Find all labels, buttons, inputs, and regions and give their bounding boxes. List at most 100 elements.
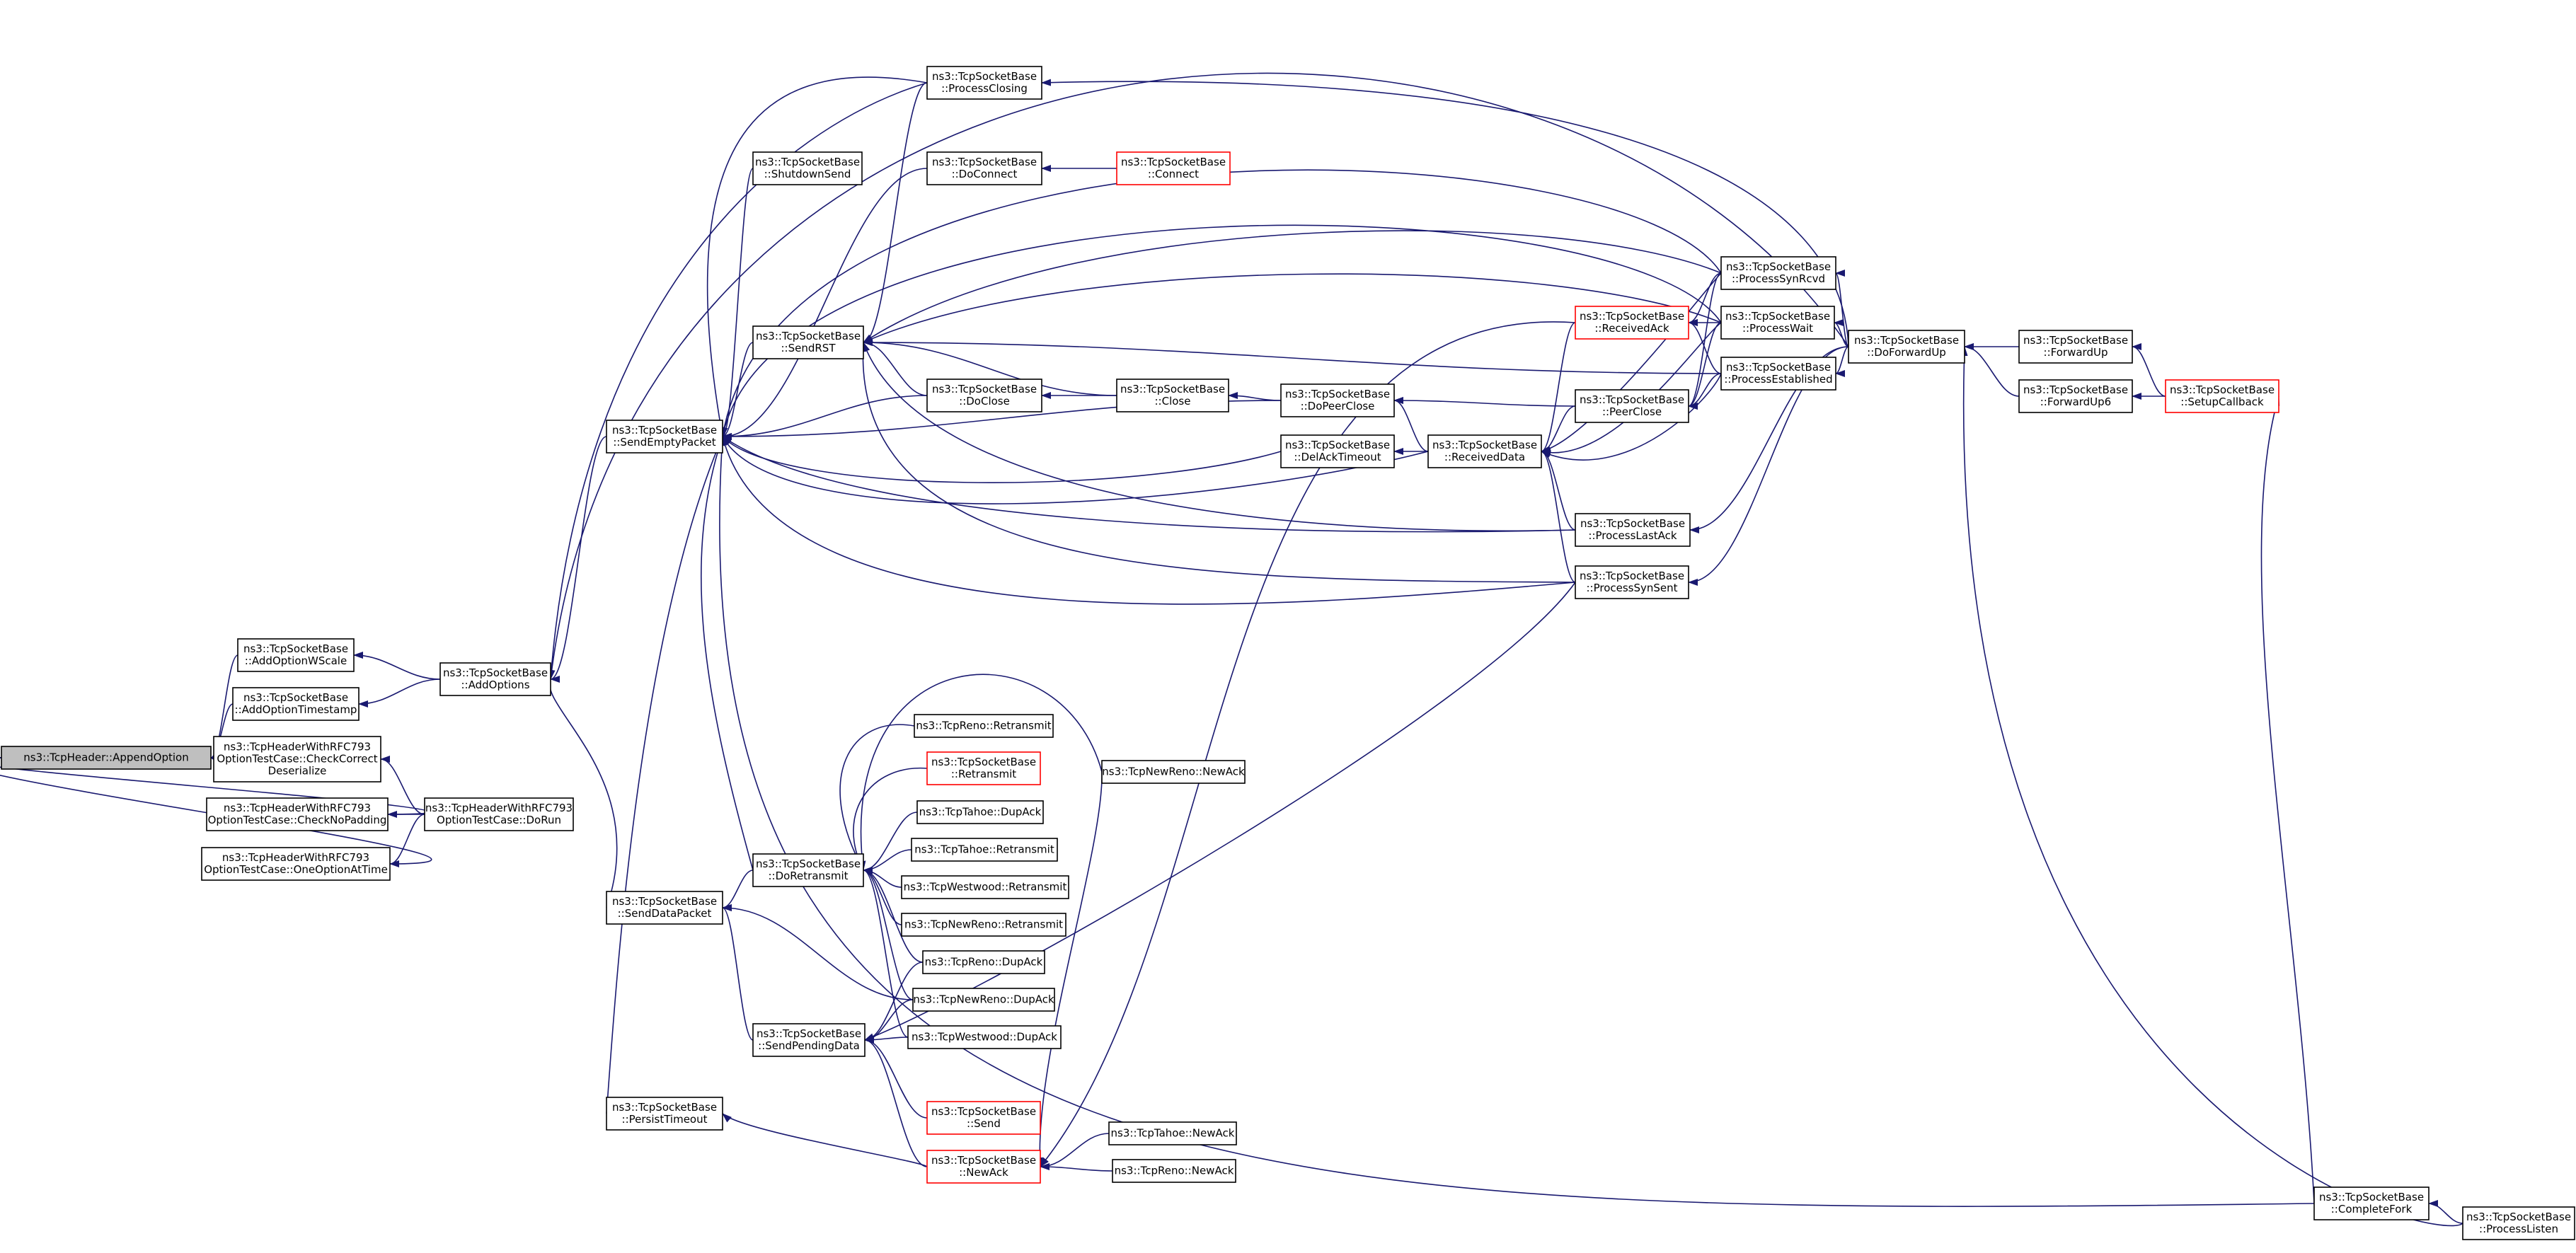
node-process-established[interactable]: ns3::TcpSocketBase::ProcessEstablished xyxy=(1720,357,1836,391)
node-tahoe-retransmit[interactable]: ns3::TcpTahoe::Retransmit xyxy=(911,838,1058,862)
node-box xyxy=(1575,565,1689,599)
node-add-option-w-scale[interactable]: ns3::TcpSocketBase::AddOptionWScale xyxy=(237,638,355,672)
node-one-option-at-time[interactable]: ns3::TcpHeaderWithRFC793OptionTestCase::… xyxy=(201,847,391,881)
node-box xyxy=(926,751,1041,785)
node-send-r-s-t[interactable]: ns3::TcpSocketBase::SendRST xyxy=(752,325,864,359)
node-label: ::AddOptionWScale xyxy=(245,654,347,667)
node-append-option[interactable]: ns3::TcpHeader::AppendOption xyxy=(1,746,212,770)
call-edges xyxy=(0,72,2463,1227)
node-box xyxy=(901,913,1066,937)
node-box xyxy=(1108,1121,1237,1145)
node-forward-up6[interactable]: ns3::TcpSocketBase::ForwardUp6 xyxy=(2018,379,2133,413)
node-label: ::PersistTimeout xyxy=(622,1113,708,1126)
node-reno-retransmit[interactable]: ns3::TcpReno::Retransmit xyxy=(914,714,1054,738)
node-westwood-dup-ack[interactable]: ns3::TcpWestwood::DupAck xyxy=(907,1025,1062,1049)
node-complete-fork[interactable]: ns3::TcpSocketBase::CompleteFork xyxy=(2313,1186,2430,1220)
node-add-option-timestamp[interactable]: ns3::TcpSocketBase::AddOptionTimestamp xyxy=(232,687,360,721)
node-send[interactable]: ns3::TcpSocketBase::Send xyxy=(926,1101,1041,1135)
node-tahoe-dup-ack[interactable]: ns3::TcpTahoe::DupAck xyxy=(916,800,1044,824)
node-label: ::SendRST xyxy=(781,342,836,354)
node-label: ns3::TcpSocketBase xyxy=(2170,383,2275,396)
node-tahoe-new-ack[interactable]: ns3::TcpTahoe::NewAck xyxy=(1108,1121,1237,1145)
node-add-options[interactable]: ns3::TcpSocketBase::AddOptions xyxy=(439,662,551,696)
node-process-listen[interactable]: ns3::TcpSocketBase::ProcessListen xyxy=(2462,1206,2575,1240)
node-label: ::ReceivedAck xyxy=(1594,322,1669,335)
node-box xyxy=(606,891,723,925)
node-box xyxy=(201,847,391,881)
edge-doForwardUp-to-addOptions xyxy=(548,72,1849,680)
edge-processSynRcvd-to-sendRST xyxy=(863,230,1722,343)
node-setup-callback[interactable]: ns3::TcpSocketBase::SetupCallback xyxy=(2165,379,2279,413)
node-send-pending-data[interactable]: ns3::TcpSocketBase::SendPendingData xyxy=(752,1023,866,1057)
node-new-reno-dup-ack[interactable]: ns3::TcpNewReno::DupAck xyxy=(912,988,1055,1012)
edge-doClose-to-sendEmptyPacket xyxy=(722,395,928,440)
node-label: ::Close xyxy=(1155,395,1191,408)
node-label: ::ForwardUp6 xyxy=(2040,395,2111,408)
edge-newAck-to-persistTimeout xyxy=(722,1113,928,1167)
node-shutdown-send[interactable]: ns3::TcpSocketBase::ShutdownSend xyxy=(752,151,863,185)
node-check-correct-deserialize[interactable]: ns3::TcpHeaderWithRFC793OptionTestCase::… xyxy=(213,736,381,783)
node-check-no-padding[interactable]: ns3::TcpHeaderWithRFC793OptionTestCase::… xyxy=(206,797,389,831)
node-label: ns3::TcpReno::NewAck xyxy=(1115,1165,1234,1177)
node-label: ::ProcessSynRcvd xyxy=(1732,272,1825,285)
node-label: ::ProcessSynSent xyxy=(1586,582,1677,594)
node-process-wait[interactable]: ns3::TcpSocketBase::ProcessWait xyxy=(1720,306,1835,340)
node-do-connect[interactable]: ns3::TcpSocketBase::DoConnect xyxy=(926,151,1042,185)
node-label: Deserialize xyxy=(268,765,327,778)
node-label: ::ForwardUp xyxy=(2044,346,2108,359)
node-retransmit[interactable]: ns3::TcpSocketBase::Retransmit xyxy=(926,751,1041,785)
node-box xyxy=(912,988,1055,1012)
edge-sendEmptyPacket-to-addOptions xyxy=(550,436,607,683)
node-label: ns3::TcpSocketBase xyxy=(756,858,861,870)
node-box xyxy=(926,1150,1041,1184)
node-do-peer-close[interactable]: ns3::TcpSocketBase::DoPeerClose xyxy=(1280,383,1395,417)
edge-peerClose-to-doPeerClose xyxy=(1393,397,1576,407)
node-received-data[interactable]: ns3::TcpSocketBase::ReceivedData xyxy=(1427,434,1542,468)
node-label: ::ShutdownSend xyxy=(764,168,851,180)
node-peer-close[interactable]: ns3::TcpSocketBase::PeerClose xyxy=(1575,389,1689,423)
node-box xyxy=(2462,1206,2575,1240)
node-box xyxy=(926,379,1042,412)
node-process-last-ack[interactable]: ns3::TcpSocketBase::ProcessLastAck xyxy=(1575,513,1691,547)
node-new-reno-new-ack[interactable]: ns3::TcpNewReno::NewAck xyxy=(1101,760,1246,784)
edge-doForwardUp-to-processEstablished xyxy=(1835,346,1849,377)
node-box xyxy=(1116,151,1231,185)
node-process-syn-sent[interactable]: ns3::TcpSocketBase::ProcessSynSent xyxy=(1575,565,1689,599)
node-process-closing[interactable]: ns3::TcpSocketBase::ProcessClosing xyxy=(926,66,1042,100)
node-label: ::DoForwardUp xyxy=(1867,346,1946,359)
node-connect[interactable]: ns3::TcpSocketBase::Connect xyxy=(1116,151,1231,185)
edge-tahoeDupAck-to-doRetransmit xyxy=(863,812,918,874)
edge-sendPendingData-to-sendDataPacket xyxy=(722,904,754,1041)
node-do-close[interactable]: ns3::TcpSocketBase::DoClose xyxy=(926,379,1042,412)
node-close[interactable]: ns3::TcpSocketBase::Close xyxy=(1116,379,1229,412)
node-persist-timeout[interactable]: ns3::TcpSocketBase::PersistTimeout xyxy=(606,1097,723,1131)
node-label: ns3::TcpSocketBase xyxy=(1726,361,1831,374)
node-label: ns3::TcpSocketBase xyxy=(1725,310,1830,323)
node-label: ns3::TcpNewReno::NewAck xyxy=(1102,766,1245,778)
node-label: ns3::TcpWestwood::Retransmit xyxy=(904,881,1067,894)
node-received-ack[interactable]: ns3::TcpSocketBase::ReceivedAck xyxy=(1575,306,1689,340)
edge-processWait-to-peerClose xyxy=(1688,322,1722,410)
node-process-syn-rcvd[interactable]: ns3::TcpSocketBase::ProcessSynRcvd xyxy=(1720,256,1836,290)
node-do-run[interactable]: ns3::TcpHeaderWithRFC793OptionTestCase::… xyxy=(424,797,574,831)
node-forward-up[interactable]: ns3::TcpSocketBase::ForwardUp xyxy=(2018,330,2133,364)
node-new-ack[interactable]: ns3::TcpSocketBase::NewAck xyxy=(926,1150,1041,1184)
node-box xyxy=(926,1101,1041,1135)
node-label: ns3::TcpSocketBase xyxy=(1285,388,1390,400)
node-do-forward-up[interactable]: ns3::TcpSocketBase::DoForwardUp xyxy=(1848,330,1965,364)
node-label: ::DoPeerClose xyxy=(1301,400,1375,412)
node-westwood-retransmit[interactable]: ns3::TcpWestwood::Retransmit xyxy=(901,875,1069,899)
node-send-empty-packet[interactable]: ns3::TcpSocketBase::SendEmptyPacket xyxy=(606,420,723,454)
node-do-retransmit[interactable]: ns3::TcpSocketBase::DoRetransmit xyxy=(752,853,864,887)
node-reno-new-ack[interactable]: ns3::TcpReno::NewAck xyxy=(1112,1159,1236,1183)
node-del-ack-timeout[interactable]: ns3::TcpSocketBase::DelAckTimeout xyxy=(1280,434,1395,468)
node-new-reno-retransmit[interactable]: ns3::TcpNewReno::Retransmit xyxy=(901,913,1066,937)
node-send-data-packet[interactable]: ns3::TcpSocketBase::SendDataPacket xyxy=(606,891,723,925)
edge-newRenoNewAck-to-doRetransmit xyxy=(858,674,1103,871)
edge-send-to-sendPendingData xyxy=(864,1037,928,1119)
node-label: ns3::TcpSocketBase xyxy=(932,156,1037,168)
edge-doForwardUp-to-processWait xyxy=(1834,319,1849,347)
edge-shutdownSend-to-sendEmptyPacket xyxy=(722,168,754,440)
node-label: ::CompleteFork xyxy=(2331,1203,2413,1216)
node-reno-dup-ack[interactable]: ns3::TcpReno::DupAck xyxy=(922,950,1045,974)
